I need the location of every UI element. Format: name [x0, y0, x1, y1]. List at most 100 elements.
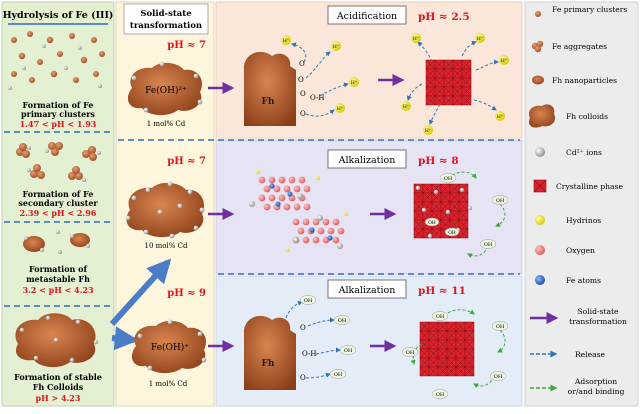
oxygen-atom: [258, 194, 266, 202]
stable-fh-colloid-graphic: [15, 313, 99, 368]
acid-h-3: H⁺: [351, 80, 358, 86]
cd-ion: [427, 233, 433, 239]
cd-ion: [337, 243, 343, 249]
crystalline-phase-icon: [533, 179, 547, 193]
solid-state-title-box: [123, 3, 209, 35]
oxygen-atom: [288, 176, 296, 184]
legend-label-10b: transformation: [569, 317, 627, 326]
oxygen-atom: [302, 236, 310, 244]
legend-label-12b: or/and binding: [568, 387, 625, 396]
acid-group-5: O: [300, 110, 306, 118]
oxygen-atom: [332, 236, 340, 244]
oxygen-atom: [268, 176, 276, 184]
fe-atom: [287, 191, 293, 197]
acidification-ph: pH ≈ 2.5: [418, 11, 470, 23]
alk8-oh-5: OH: [448, 230, 456, 236]
cd-ion: [293, 237, 299, 243]
oxygen-atom: [263, 185, 271, 193]
acid-group-4: O-H: [310, 94, 324, 102]
alk8-oh-1: OH: [444, 176, 453, 182]
oxygen-atom: [303, 185, 311, 193]
alk11-oh-9: OH: [436, 392, 445, 398]
acidification-title-box: [327, 5, 407, 25]
fe-secondary-clusters-graphic: [16, 142, 101, 182]
legend-label-1: Fe primary clusters: [552, 5, 627, 14]
oxygen-atom: [278, 176, 286, 184]
cd-ion: [421, 207, 427, 213]
cd-ion: [467, 205, 473, 211]
oxygen-atom: [303, 203, 311, 211]
stage-3-ph: 3.2 < pH < 4.23: [22, 285, 94, 295]
stage-1-label-1: Formation of Fe: [22, 100, 93, 110]
legend: Fe primary clusters Fe aggregates Fh nan…: [528, 5, 627, 396]
acid-crystalline-phase: [425, 59, 472, 106]
fe-aggregate-icon: [531, 40, 544, 53]
solid-row-1-cd: 1 mol% Cd: [147, 120, 186, 128]
alk8-title: Alkalization: [338, 155, 396, 166]
fe-primary-clusters-graphic: [8, 31, 105, 90]
fe-primary-cluster-icon: [535, 11, 541, 17]
solid-state-title-1: Solid-state: [140, 9, 192, 19]
alk11-oh-5: OH: [436, 314, 445, 320]
cd-ion: [317, 215, 323, 221]
acid-crystal-hydrinos: H⁺ H⁺ H⁺ H⁺ H⁺ H⁺: [401, 33, 509, 135]
cd-ion: [433, 189, 439, 195]
stage-3-label-1: Formation of: [29, 264, 87, 274]
legend-label-7: Hydrinos: [566, 216, 601, 225]
oxygen-atom: [292, 218, 300, 226]
metastable-fh-graphic: [23, 230, 90, 254]
hydrino: [344, 212, 348, 216]
oxygen-atom: [312, 218, 320, 226]
oxygen-atom: [268, 194, 276, 202]
fh-nanoparticle-icon: [532, 75, 544, 85]
alk8-oh-3: OH: [484, 242, 493, 248]
acid-group-2: O: [298, 76, 304, 84]
alk8-title-box: [327, 149, 407, 169]
alk11-title-box: [327, 279, 407, 299]
cd-ion: [415, 185, 421, 191]
acid-h-7: H⁺: [501, 58, 508, 64]
solid-row-3-ph: pH ≈ 9: [167, 288, 206, 299]
oxygen-atom: [283, 203, 291, 211]
acid-h-6: H⁺: [477, 36, 484, 42]
hydrino: [286, 248, 290, 252]
acid-fh-label: Fh: [262, 97, 275, 107]
fe-atom: [275, 201, 281, 207]
alk8-crystalline-phase: [413, 183, 473, 239]
alk8-oh-labels: OH OH OH OH OH: [424, 173, 509, 249]
oxygen-icon: [535, 245, 545, 255]
oxygen-atom: [283, 185, 291, 193]
alk11-title: Alkalization: [338, 285, 396, 296]
solid-row-2-cd: 10 mol% Cd: [145, 242, 188, 250]
oxygen-atom: [297, 227, 305, 235]
stage-1-ph: 1.47 < pH < 1.93: [20, 119, 97, 129]
acid-h-4: H⁺: [337, 106, 344, 112]
legend-label-8: Oxygen: [566, 246, 595, 255]
stage-1-label-2: primary clusters: [21, 109, 95, 119]
to-ph7-arrow: [109, 258, 172, 327]
fh-colloid-ph9-graphic: [131, 319, 207, 374]
alk11-crystalline-phase: [419, 321, 475, 377]
cd-ion: [249, 201, 255, 207]
oxygen-atom: [322, 218, 330, 226]
cd-ion: [445, 209, 451, 215]
oxygen-atom: [263, 203, 271, 211]
stage-4-label-2: Fh Colloids: [33, 382, 84, 392]
fe-atom-icon: [535, 275, 545, 285]
stage-2-label-1: Formation of Fe: [22, 189, 93, 199]
stage-2-label-2: secondary cluster: [18, 198, 98, 208]
legend-label-5: Cd²⁺ ions: [566, 148, 602, 157]
legend-label-10: Solid-state: [577, 307, 619, 316]
acid-h-1: H⁺: [283, 38, 290, 44]
oxygen-atom: [317, 227, 325, 235]
stage-4-ph: pH > 4.23: [36, 393, 81, 403]
alk11-oh-1: OH: [304, 298, 313, 304]
alk8-atom-cloud: [249, 170, 348, 252]
acid-h-9: H⁺: [425, 128, 432, 134]
solid-row-3-formula: Fe(OH)⁺: [151, 342, 189, 353]
solid-row-1-formula: Fe(OH)²⁺: [145, 85, 187, 96]
hydrino: [316, 176, 320, 180]
alk11-fh-particle: Fh: [244, 315, 296, 390]
oxygen-atom: [337, 227, 345, 235]
